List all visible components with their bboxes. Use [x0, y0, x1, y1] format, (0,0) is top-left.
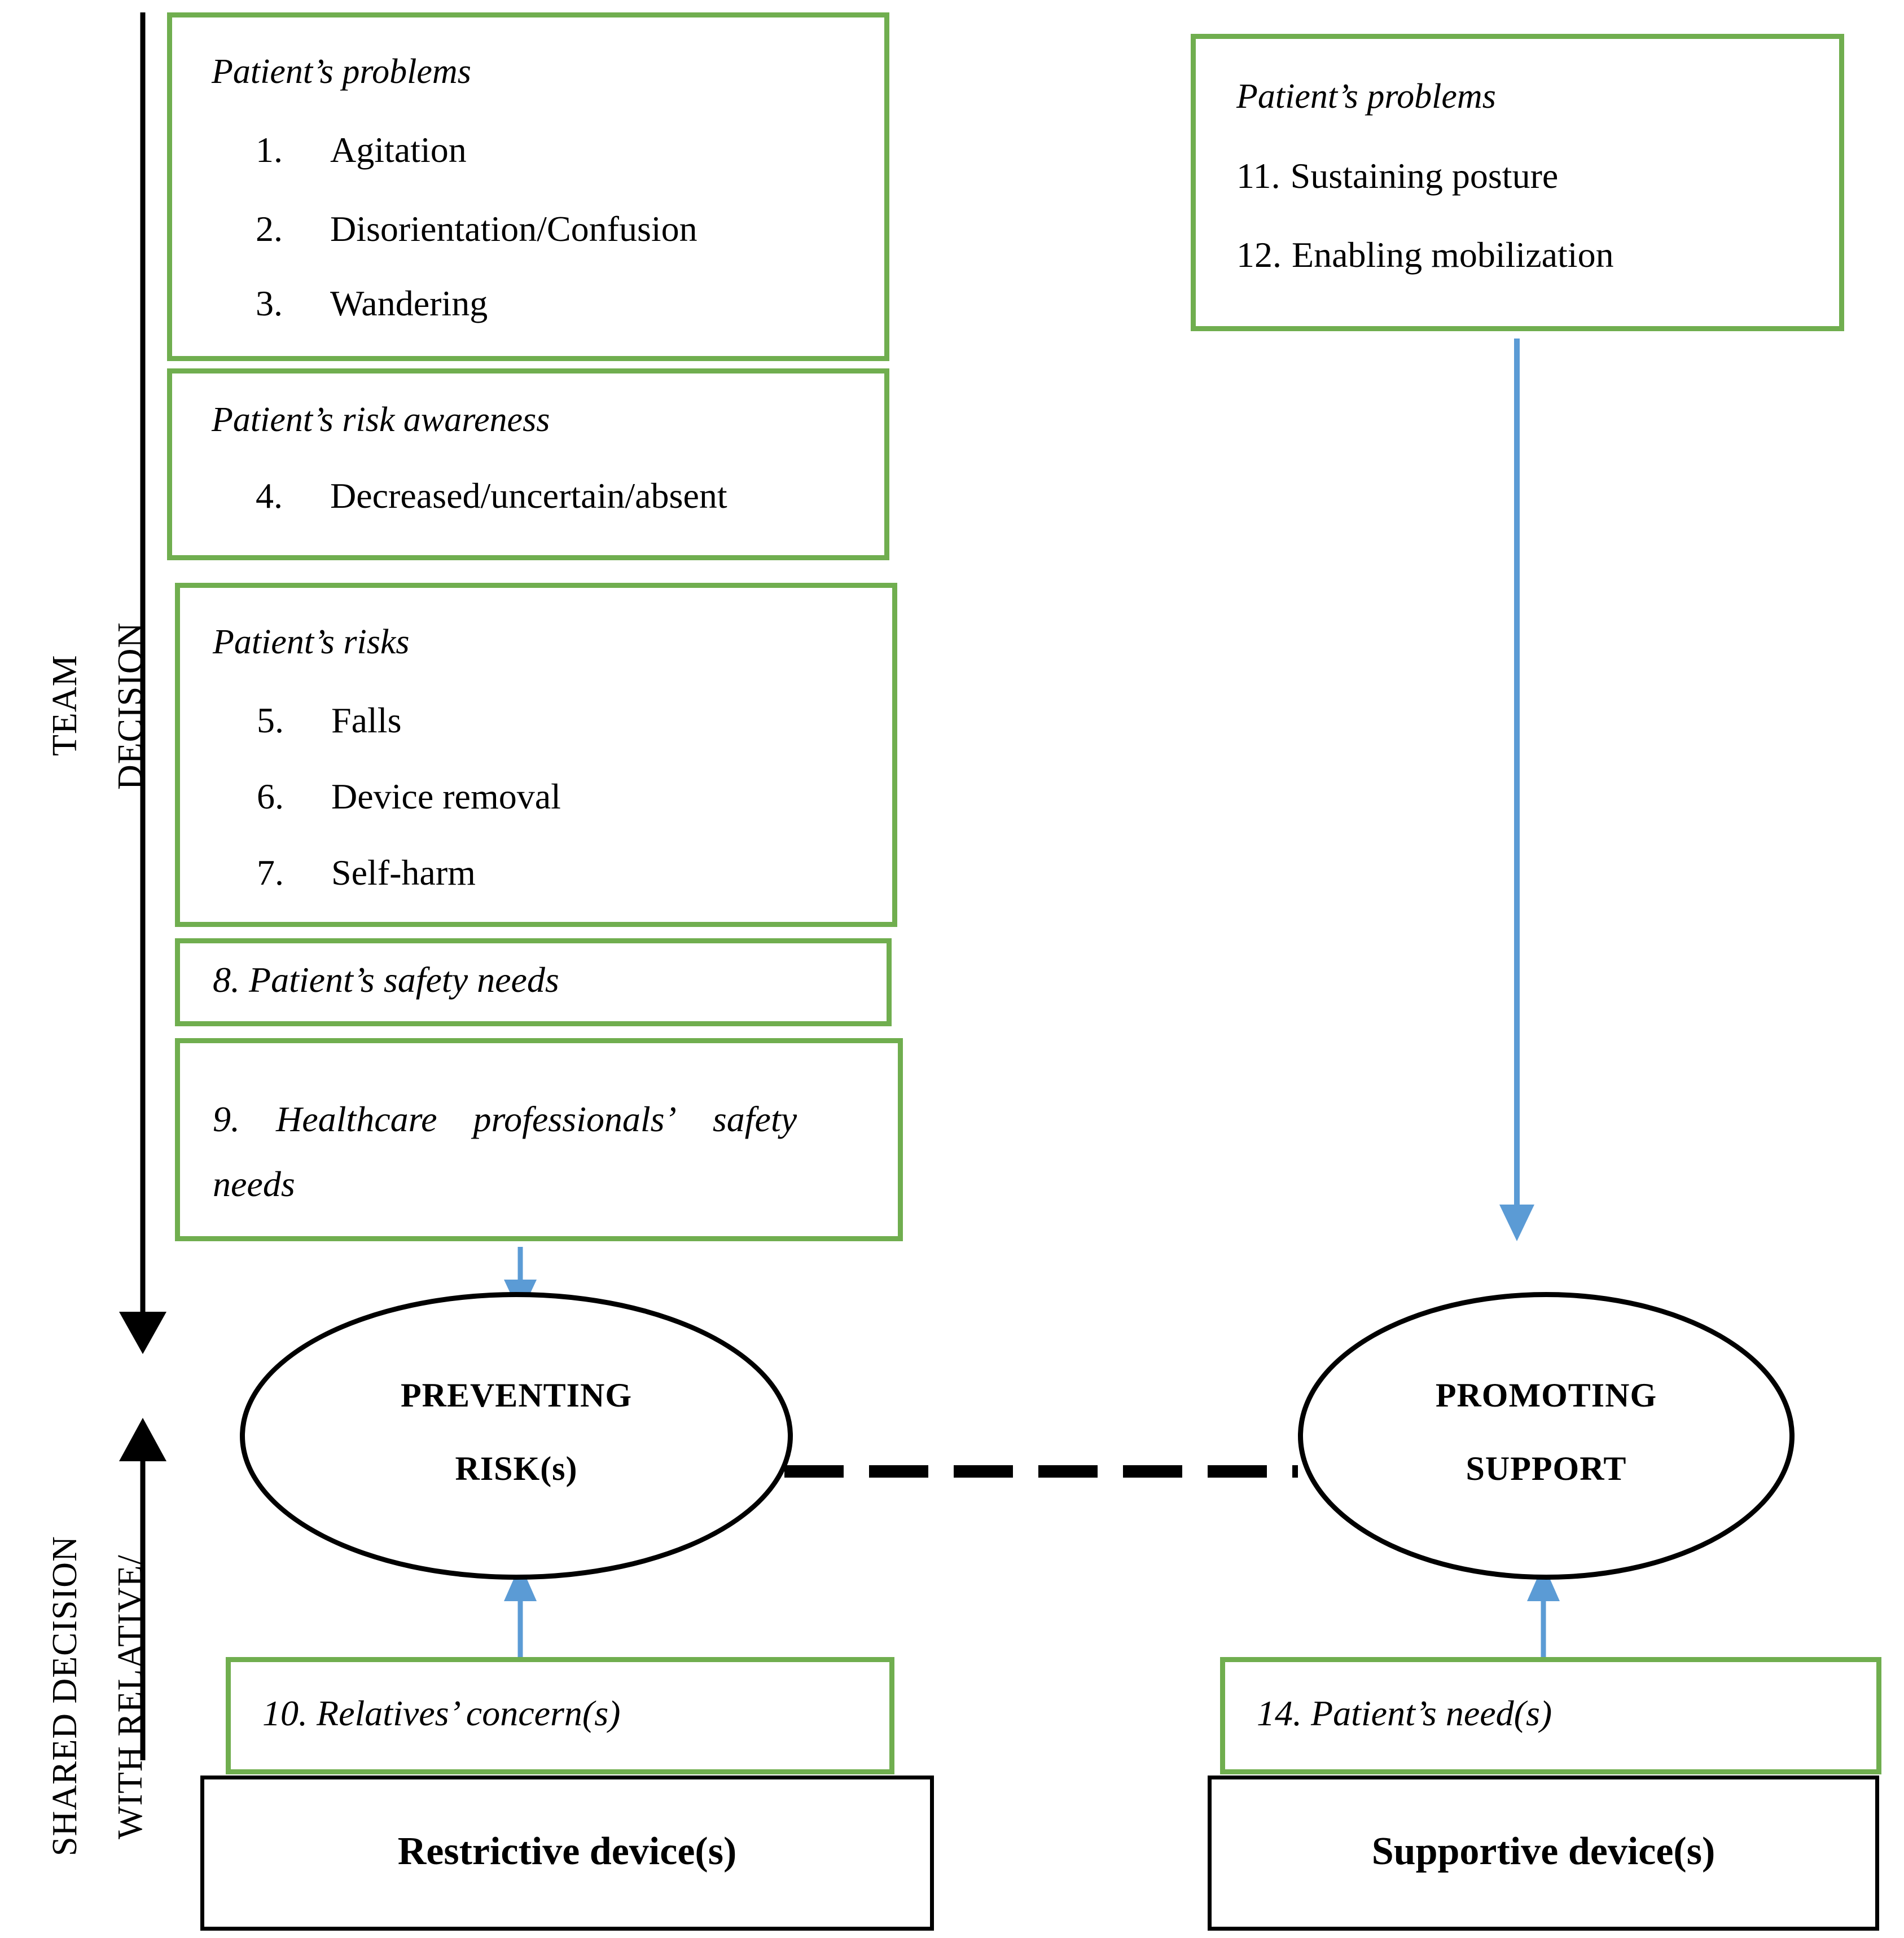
side-label-with-relative: WITH RELATIVE/	[111, 1554, 150, 1839]
list-item-text: Decreased/uncertain/absent	[330, 476, 727, 516]
list-item: 12.Enabling mobilization	[1236, 235, 1614, 275]
patient-needs-box: 14. Patient’s need(s)	[1220, 1657, 1881, 1774]
left-risk-awareness-category: Patient’s risk awareness	[212, 401, 550, 439]
supportive-device-box: Supportive device(s)	[1208, 1776, 1879, 1931]
list-item: 7. Self-harm	[257, 852, 476, 893]
restrictive-device-label: Restrictive device(s)	[397, 1830, 737, 1873]
list-item-text: Device removal	[331, 776, 561, 816]
list-item-text: Falls	[331, 700, 402, 740]
left-risk-awareness-box: Patient’s risk awareness 4. Decreased/unc…	[167, 368, 889, 560]
relatives-concern-box: 10. Relatives’ concern(s)	[226, 1657, 894, 1774]
list-item-text: Enabling mobilization	[1292, 235, 1614, 275]
list-item: 11.Sustaining posture	[1236, 156, 1558, 196]
list-item-number: 3.	[256, 283, 283, 323]
preventing-risk-line2: RISK(s)	[455, 1450, 578, 1487]
list-item-number: 1.	[256, 130, 283, 170]
right-problems-box: Patient’s problems 11.Sustaining posture…	[1191, 34, 1844, 331]
list-item-number: 6.	[257, 776, 284, 816]
list-item-text: Self-harm	[331, 852, 476, 893]
patient-safety-needs-text: 8. Patient’s safety needs	[213, 960, 559, 1000]
side-label-team: TEAM	[46, 654, 84, 756]
list-item-number: 12.	[1236, 235, 1282, 275]
arrow-right-problems-to-ellipse	[1499, 339, 1534, 1241]
restrictive-device-box: Restrictive device(s)	[200, 1776, 934, 1931]
list-item-text: Wandering	[330, 283, 488, 323]
preventing-risk-line1: PREVENTING	[400, 1377, 633, 1414]
promoting-support-ellipse: PROMOTING SUPPORT	[1298, 1292, 1795, 1580]
list-item-number: 5.	[257, 700, 284, 740]
left-risks-box: Patient’s risks 5. Falls 6. Device removal…	[175, 583, 897, 927]
list-item: 3. Wandering	[256, 283, 488, 323]
professional-safety-needs-box: 9. Healthcare professionals’ safety need…	[175, 1038, 903, 1241]
list-item-number: 4.	[256, 476, 283, 516]
side-label-decision: DECISION	[111, 622, 150, 790]
list-item: 5. Falls	[257, 700, 402, 740]
list-item-number: 2.	[256, 209, 283, 249]
list-item-number: 7.	[257, 852, 284, 893]
supportive-device-label: Supportive device(s)	[1371, 1830, 1716, 1873]
left-problems-box: Patient’s problems 1. Agitation 2. Disorie…	[167, 12, 889, 361]
list-item: 6. Device removal	[257, 776, 561, 816]
list-item: 4. Decreased/uncertain/absent	[256, 476, 727, 516]
promoting-support-line1: PROMOTING	[1435, 1377, 1657, 1414]
list-item: 1. Agitation	[256, 130, 467, 170]
promoting-support-line2: SUPPORT	[1466, 1450, 1627, 1487]
professional-safety-needs-line2: needs	[213, 1164, 295, 1204]
professional-safety-needs-line1: 9. Healthcare professionals’ safety	[213, 1099, 797, 1139]
left-problems-category: Patient’s problems	[212, 52, 471, 91]
list-item: 2. Disorientation/Confusion	[256, 209, 697, 249]
preventing-risk-ellipse: PREVENTING RISK(s)	[240, 1292, 793, 1580]
patient-safety-needs-box: 8. Patient’s safety needs	[175, 938, 892, 1026]
side-label-shared-decision: SHARED DECISION	[46, 1536, 84, 1856]
list-item-number: 11.	[1236, 156, 1280, 196]
patient-needs-text: 14. Patient’s need(s)	[1257, 1693, 1552, 1733]
list-item-text: Agitation	[330, 130, 467, 170]
relatives-concern-text: 10. Relatives’ concern(s)	[262, 1693, 621, 1733]
list-item-text: Disorientation/Confusion	[330, 209, 697, 249]
left-risks-category: Patient’s risks	[213, 623, 410, 661]
list-item-text: Sustaining posture	[1290, 156, 1559, 196]
right-problems-category: Patient’s problems	[1236, 77, 1496, 116]
